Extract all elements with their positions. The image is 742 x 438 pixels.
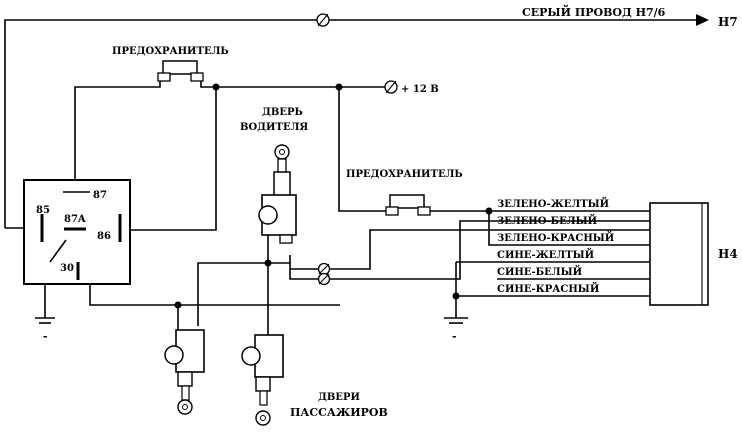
- mid-fuse-label: ПРЕДОХРАНИТЕЛЬ: [346, 169, 463, 180]
- relay-pin-87a: 87A: [64, 214, 86, 225]
- junction-dot: [264, 259, 272, 267]
- door-wires: [177, 220, 650, 335]
- junction-dot: [174, 301, 182, 309]
- relay-pin-85: 85: [36, 205, 50, 216]
- ground-symbol-right: [444, 317, 468, 324]
- relay-pin-87: 87: [93, 190, 107, 201]
- passenger-doors-label-line2: ПАССАЖИРОВ: [290, 406, 388, 419]
- driver-door-switch: [258, 144, 297, 263]
- driver-door-label-line1: ДВЕРЬ: [262, 107, 303, 118]
- top-fuse-label: ПРЕДОХРАНИТЕЛЬ: [112, 46, 229, 57]
- h7-connector-label: Н7: [718, 15, 738, 29]
- plus12-label: + 12 В: [401, 84, 439, 95]
- wire-label-sb: СИНЕ-БЕЛЫЙ: [497, 265, 582, 278]
- junction-dot: [212, 83, 220, 91]
- h4-connector-block: [649, 202, 709, 306]
- junction-dot: [452, 292, 460, 300]
- passenger-doors-label-line1: ДВЕРИ: [318, 392, 360, 403]
- h4-harness-wires: [455, 261, 650, 318]
- door-wire-terminal-2: [317, 272, 331, 286]
- gray-wire-terminal: [316, 13, 330, 27]
- h4-connector-label: Н4: [718, 247, 738, 261]
- wire-label-zk: ЗЕЛЕНО-КРАСНЫЙ: [497, 231, 614, 244]
- top-fuse-symbol: [157, 60, 204, 82]
- fuse-wires: [74, 81, 395, 231]
- passenger-door-switch-2: [241, 334, 284, 426]
- wire-label-zb: ЗЕЛЕНО-БЕЛЫЙ: [497, 214, 597, 227]
- passenger-door-switch-1: [164, 329, 205, 415]
- gray-wire-label: СЕРЫЙ ПРОВОД Н7/6: [522, 4, 666, 19]
- ground-symbol-left: [35, 317, 55, 324]
- relay-box: [5, 179, 340, 318]
- gray-wire: [4, 14, 709, 228]
- zk-wire: [488, 211, 650, 246]
- mid-fuse-symbol: [385, 194, 431, 216]
- plus12-terminal: [384, 80, 398, 94]
- ground-label-left: -: [43, 330, 48, 343]
- wire-label-sk: СИНЕ-КРАСНЫЙ: [497, 282, 599, 295]
- relay-pin-30: 30: [60, 263, 74, 274]
- ground-label-right: -: [452, 330, 457, 343]
- relay-pin-86: 86: [97, 231, 111, 242]
- wire-label-zh: ЗЕЛЕНО-ЖЕЛТЫЙ: [497, 197, 609, 210]
- junction-dot: [335, 83, 343, 91]
- wire-label-sz: СИНЕ-ЖЕЛТЫЙ: [497, 248, 594, 261]
- driver-door-label-line2: ВОДИТЕЛЯ: [240, 122, 308, 133]
- door-wire-terminal-1: [317, 262, 331, 276]
